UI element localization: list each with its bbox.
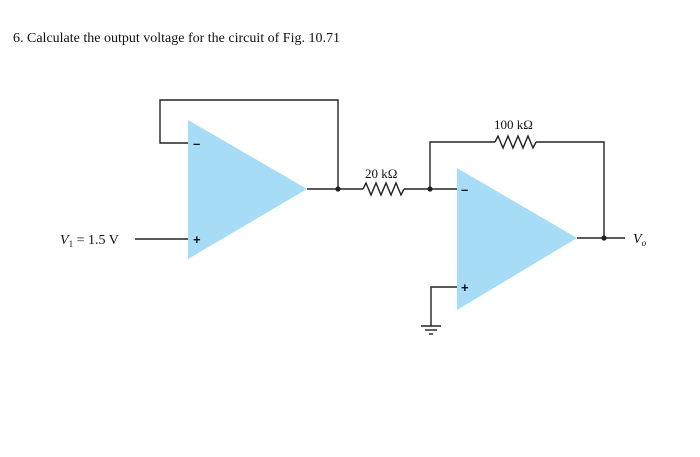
resistor-20k: [362, 181, 405, 197]
ground-wire: [430, 286, 457, 326]
opamp2-minus-sign: –: [461, 182, 468, 197]
input-voltage-label: V1 = 1.5 V: [60, 233, 119, 249]
junction-dot: [335, 186, 341, 192]
junction-dot: [601, 235, 607, 241]
opamp2-plus-sign: +: [461, 280, 469, 295]
opamp1-minus-sign: –: [193, 136, 200, 151]
question-text: 6. Calculate the output voltage for the …: [13, 31, 340, 46]
resistor-100k: [494, 134, 537, 150]
feedback-wire-right: [536, 141, 605, 238]
output-voltage-label: Vo: [633, 232, 647, 248]
ground-icon: [421, 325, 441, 335]
follower-feedback-wire: [159, 99, 339, 189]
feedback-wire-left: [429, 141, 495, 189]
resistor-100k-label: 100 kΩ: [494, 117, 533, 132]
opamp-2: [457, 168, 577, 310]
opamp-1: [188, 120, 307, 259]
resistor-20k-label: 20 kΩ: [365, 166, 397, 181]
opamp1-plus-sign: +: [193, 232, 201, 247]
